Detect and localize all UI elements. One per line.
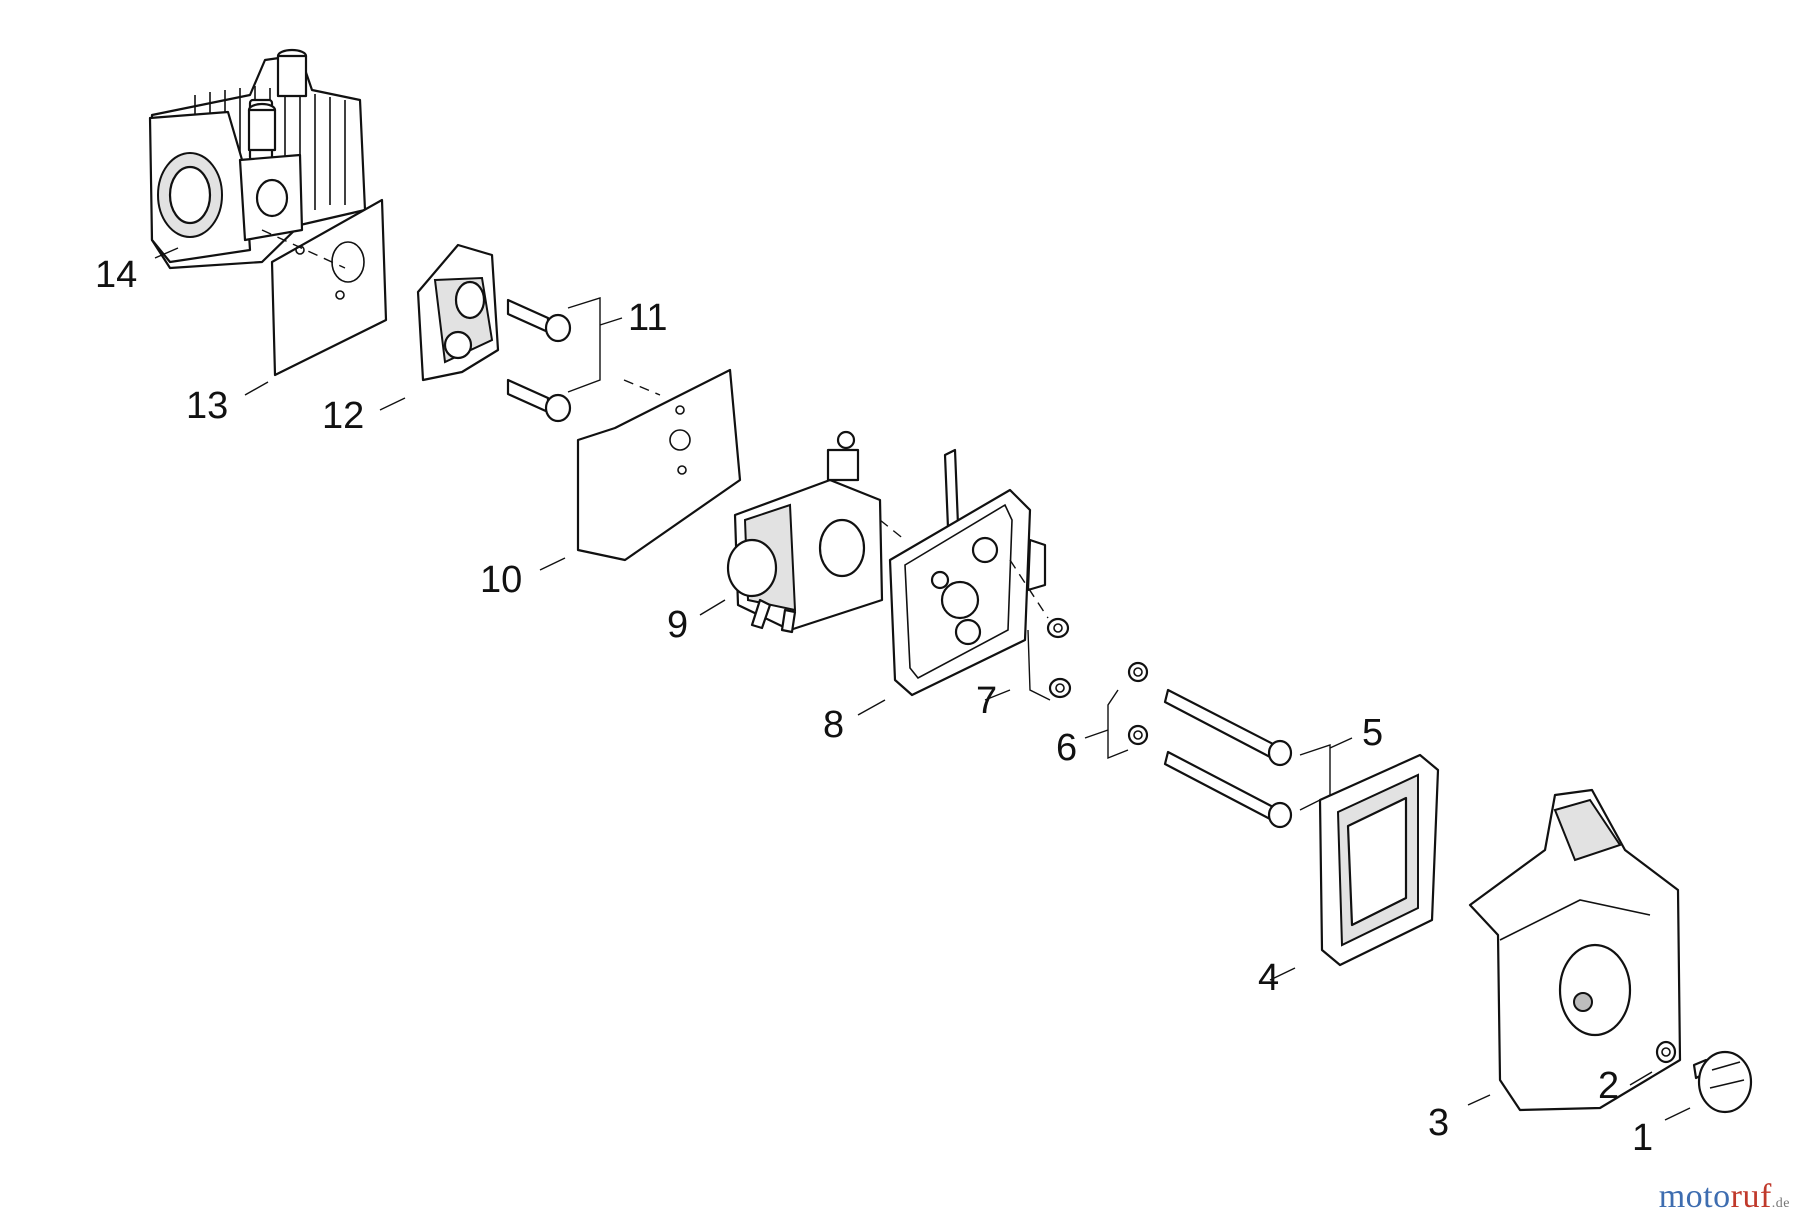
air-filter-part[interactable] (1318, 753, 1440, 967)
watermark-logo: motoruf.de (1659, 1178, 1790, 1216)
insulator-part[interactable] (416, 243, 500, 382)
callout-2: 2 (1598, 1065, 1619, 1107)
cylinder-part[interactable] (148, 48, 367, 270)
knob-part[interactable] (1692, 1050, 1753, 1114)
washer-part[interactable] (1127, 661, 1149, 746)
air-filter-cover-part[interactable] (1468, 788, 1682, 1112)
leader-lines (154, 247, 1691, 1121)
carburetor-part[interactable] (726, 430, 884, 634)
bolt-part[interactable] (1163, 688, 1293, 829)
callout-1: 1 (1632, 1117, 1653, 1159)
callout-11: 11 (628, 297, 667, 339)
callout-5: 5 (1362, 712, 1383, 754)
watermark-brand-a: moto (1658, 1178, 1731, 1215)
callout-10: 10 (480, 559, 522, 601)
callout-13: 13 (186, 385, 228, 427)
callout-6: 6 (1056, 727, 1077, 769)
gasket-part[interactable] (270, 198, 388, 377)
callout-7: 7 (976, 680, 997, 722)
air-filter-base-part[interactable] (888, 448, 1047, 697)
callout-9: 9 (667, 604, 688, 646)
washer-part[interactable] (1655, 1040, 1677, 1064)
callout-12: 12 (322, 395, 364, 437)
callout-4: 4 (1258, 957, 1279, 999)
washer-part[interactable] (1046, 617, 1072, 699)
watermark-tld: .de (1771, 1196, 1790, 1211)
watermark-brand-b: ruf (1730, 1178, 1772, 1215)
callout-8: 8 (823, 704, 844, 746)
bolt-part[interactable] (506, 298, 572, 423)
callout-3: 3 (1428, 1102, 1449, 1144)
callout-14: 14 (95, 254, 137, 296)
gasket-part[interactable] (576, 368, 742, 562)
